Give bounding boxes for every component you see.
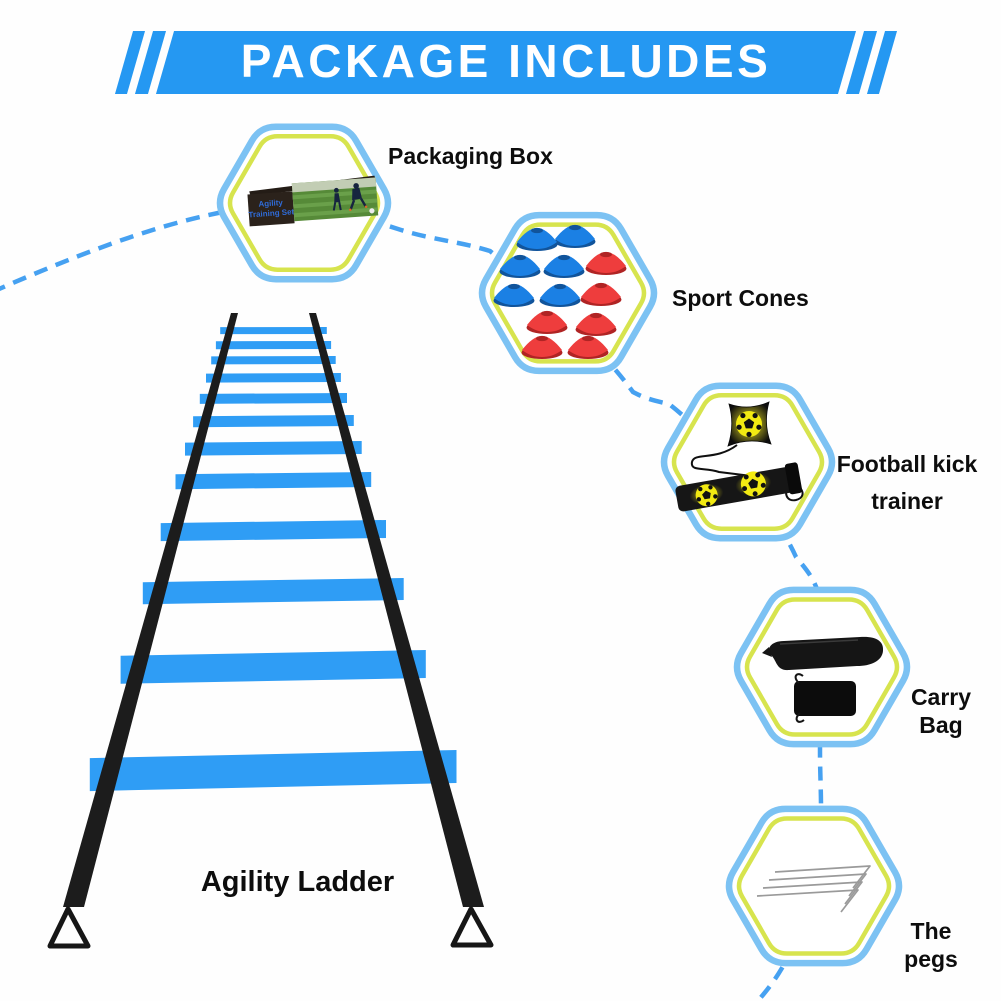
package-includes-banner: PACKAGE INCLUDES [114, 31, 898, 94]
box-text-line1: Agility [258, 198, 284, 209]
label-packaging-box: Packaging Box [388, 143, 553, 169]
ladder-rung [185, 441, 362, 456]
ladder-rung [211, 356, 336, 365]
ladder-rung [193, 415, 354, 428]
box-front-panel [247, 191, 295, 227]
ladder-right-strap [309, 313, 484, 907]
ladder-rung [199, 393, 347, 404]
sport-cones-image [493, 224, 627, 359]
ladder-rung [220, 327, 327, 335]
hexagon-football-kick-trainer [660, 382, 836, 542]
banner-title: PACKAGE INCLUDES [240, 35, 772, 87]
cone [585, 251, 627, 275]
label-agility-ladder: Agility Ladder [200, 866, 395, 898]
cone [580, 282, 622, 306]
carry-bag-image [762, 636, 884, 723]
box-text-line2: Training Set [248, 207, 295, 219]
cone [521, 335, 563, 359]
peg [768, 873, 867, 897]
dashed-arc-path [0, 205, 824, 1001]
ladder-left-end-loop [47, 906, 91, 949]
cone [526, 310, 568, 334]
ladder-right-end-loop [450, 906, 494, 948]
ladder-rung [175, 472, 372, 490]
cone [554, 224, 596, 248]
cone [567, 335, 609, 359]
ladder-rung [160, 520, 386, 542]
hexagon-inner-ring [227, 134, 381, 272]
ladder-rung [215, 341, 332, 350]
cone [493, 283, 535, 307]
rolled-bag [769, 636, 884, 671]
hexagon-carry-bag [733, 586, 911, 748]
peg [756, 889, 859, 913]
football-kick-trainer-image [675, 401, 804, 512]
trainer-cord [690, 444, 785, 481]
hexagon-inner-ring [736, 816, 892, 956]
ladder-rung [120, 650, 426, 684]
cone [543, 254, 585, 278]
hexagon-inner-ring [744, 597, 900, 737]
ladder-rung [206, 373, 341, 383]
photo-ball [369, 208, 375, 214]
cone [539, 283, 581, 307]
hexagon-inner-ring [489, 222, 647, 364]
drawstring-pouch [794, 681, 856, 716]
label-carry-bag: Carry Bag [910, 684, 972, 738]
cone [575, 312, 617, 336]
ladder-rung [89, 750, 457, 792]
label-football-kick-trainer: Football kick trainer [836, 451, 978, 514]
trainer-buckle [784, 462, 803, 495]
label-sport-cones: Sport Cones [672, 285, 809, 311]
player-1 [333, 187, 339, 193]
trainer-belt [675, 462, 803, 512]
peg [762, 881, 863, 905]
dashed-connector-arc [0, 205, 824, 1001]
hexagon-sport-cones [478, 211, 658, 375]
ladder-rung [142, 578, 404, 605]
ladder-left-strap [63, 313, 238, 907]
hexagon-inner-ring [671, 393, 825, 531]
agility-ladder-image [47, 313, 494, 949]
hexagon-outer-ring [725, 805, 903, 967]
player-2 [353, 183, 359, 189]
cone [516, 227, 558, 251]
peg [774, 865, 871, 889]
cone [499, 254, 541, 278]
hexagon-the-pegs [725, 805, 903, 967]
label-the-pegs: The pegs [904, 918, 958, 972]
pegs-image [756, 865, 871, 913]
